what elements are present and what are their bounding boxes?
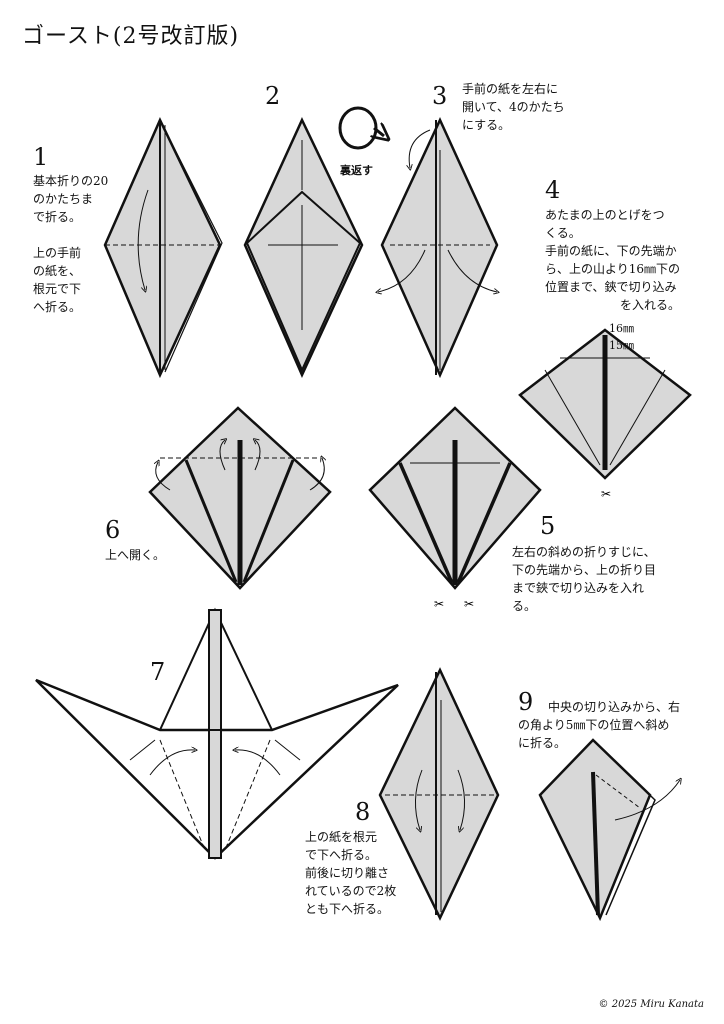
flip-label: 裏返す [340, 164, 373, 177]
step3-number: 3 [432, 82, 448, 110]
step5-number: 5 [540, 512, 556, 540]
step4-figure: ✂ [518, 328, 692, 501]
step1-number: 1 [33, 143, 49, 171]
svg-text:✂: ✂ [434, 597, 444, 611]
step4-number: 4 [545, 176, 561, 204]
step8-figure [378, 667, 500, 921]
step9-figure [538, 738, 680, 922]
step2-number: 2 [265, 82, 281, 110]
step1-figure [103, 117, 223, 379]
step3-text: 手前の紙を左右に開いて、4のかたちにする。 [462, 82, 565, 132]
svg-text:✂: ✂ [601, 487, 611, 501]
step2-figure [243, 117, 364, 379]
step9-number: 9 [518, 688, 534, 716]
step8-text: 上の紙を根元で下へ折る。前後に切り離されているので2枚とも下へ折る。 [305, 830, 397, 916]
copyright: © 2025 Miru Kanata [598, 999, 704, 1010]
step6-number: 6 [105, 516, 121, 544]
measure-16: 16㎜ [609, 322, 634, 335]
step5-figure: ✂ ✂ [368, 406, 542, 611]
step6-figure [148, 406, 332, 590]
step3-figure [378, 117, 497, 379]
step8-number: 8 [355, 798, 371, 826]
step7-figure [35, 607, 399, 860]
step6-text: 上へ開く。 [105, 548, 166, 562]
step9-text: 中央の切り込みから、右の角より5㎜下の位置へ斜めに折る。 [518, 700, 681, 750]
flip-symbol [338, 106, 384, 150]
step7-number: 7 [150, 658, 166, 686]
page-title: ゴースト(2号改訂版) [22, 24, 240, 49]
svg-text:✂: ✂ [464, 597, 474, 611]
step5-text: 左右の斜めの折りすじに、下の先端から、上の折り目まで鋏で切り込みを入れる。 [512, 545, 657, 613]
measure-15: 15㎜ [609, 339, 634, 352]
step4-text: あたまの上のとげをつくる。手前の紙に、下の先端から、上の山より16㎜下の位置まで… [545, 208, 681, 312]
